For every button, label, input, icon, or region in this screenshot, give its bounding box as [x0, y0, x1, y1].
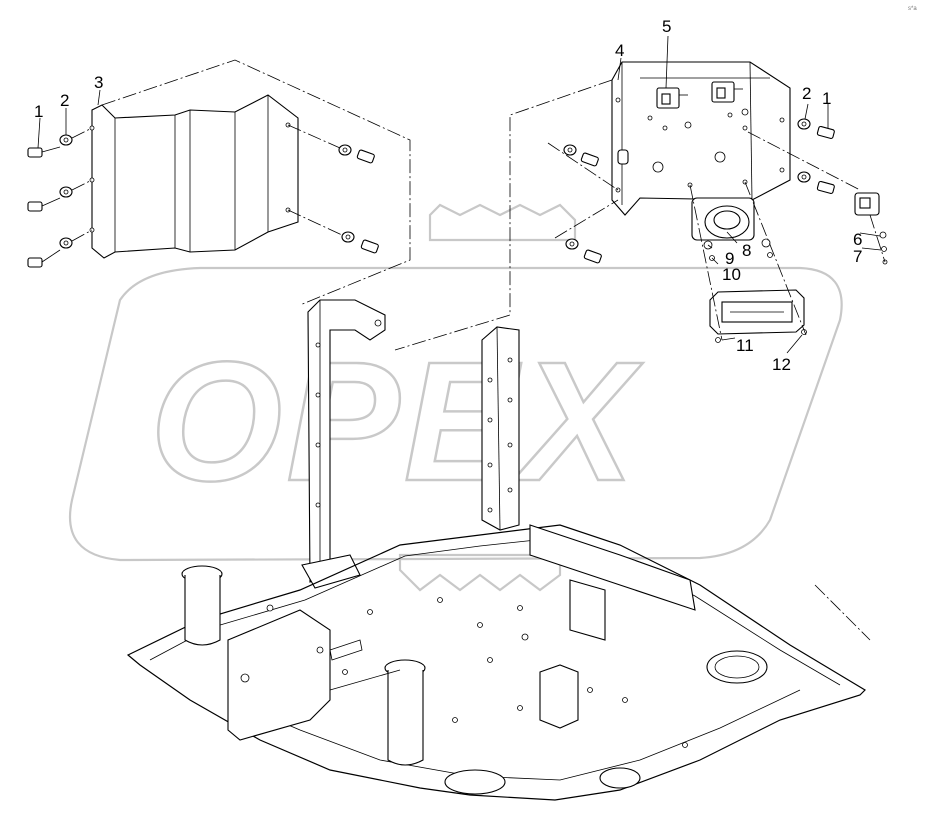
bolt-left-2	[27, 197, 61, 212]
buzzer	[691, 197, 773, 261]
corner-mark: s*a	[908, 6, 917, 12]
chassis-frame	[126, 524, 866, 801]
callout-7: 7	[853, 247, 862, 266]
cover-plate-left	[89, 94, 299, 259]
left-fasteners	[27, 124, 379, 268]
callout-3: 3	[94, 73, 103, 92]
callout-1-right: 1	[822, 89, 831, 108]
bracket-panel-right	[611, 61, 791, 216]
callout-10: 10	[722, 265, 741, 284]
controller-unit	[709, 289, 807, 343]
bolt-left-3	[27, 249, 61, 268]
relay-1	[656, 87, 688, 109]
callout-4: 4	[615, 41, 624, 60]
right-fasteners	[547, 118, 861, 264]
relay-2	[711, 81, 743, 103]
side-relay	[854, 192, 888, 265]
callout-12: 12	[772, 355, 791, 374]
leader-lines	[37, 35, 882, 354]
callout-1-left: 1	[34, 102, 43, 121]
callout-2-right: 2	[802, 84, 811, 103]
callout-11: 11	[736, 336, 754, 355]
callout-labels: 1 2 3 4 5 2 1 6 7 8 9 10 11 12	[34, 17, 862, 374]
callout-9: 9	[725, 249, 734, 268]
bolt-left-1	[27, 146, 61, 158]
vertical-post-right	[481, 326, 520, 531]
callout-8: 8	[742, 241, 751, 260]
opex-watermark: OPEX	[68, 203, 843, 592]
vertical-post-left	[301, 299, 386, 589]
callout-5: 5	[662, 17, 671, 36]
callout-2-left: 2	[60, 91, 69, 110]
watermark-text: OPEX	[150, 327, 643, 517]
callout-6: 6	[853, 230, 862, 249]
